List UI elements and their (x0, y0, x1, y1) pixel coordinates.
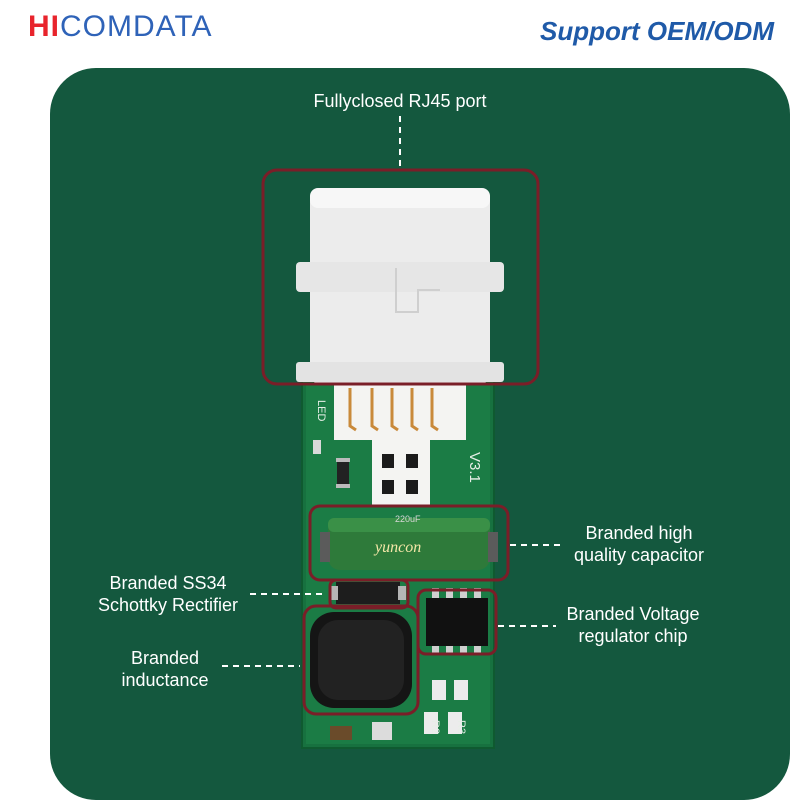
capacitor-spec-mark: 220uF (395, 514, 421, 524)
inductance-callout-line1: Branded (130, 648, 200, 668)
r2-mark: R2 (429, 720, 441, 734)
brand-logo-blue: COMDATA (60, 10, 213, 43)
led-component (313, 440, 321, 454)
capacitor-component: yuncon 220uF (320, 514, 498, 570)
regulator-chip (426, 588, 488, 654)
capacitor-callout: Branded high quality capacitor (564, 522, 714, 566)
rectifier-callout-line2: Schottky Rectifier (97, 595, 239, 615)
capacitor-highlight (308, 504, 510, 582)
capacitor-callout-line1: Branded high (585, 523, 693, 543)
inductance-callout: Branded inductance (110, 647, 220, 691)
capacitor-callout-line2: quality capacitor (573, 545, 705, 565)
rj45-callout: Fullyclosed RJ45 port (313, 91, 487, 111)
rectifier-component (330, 582, 406, 604)
led-mark: LED (315, 400, 327, 421)
r3-mark: R3 (455, 720, 467, 734)
inductor-highlight (302, 604, 420, 716)
tagline: Support OEM/ODM (540, 16, 774, 46)
rectifier-callout-line1: Branded SS34 (109, 573, 227, 593)
rectifier-highlight (328, 578, 410, 610)
inductor-component (310, 612, 412, 708)
brand-logo: HICOMDATA (28, 10, 213, 44)
regulator-callout-line2: regulator chip (578, 626, 688, 646)
capacitor-brand-mark: yuncon (373, 539, 421, 556)
rj45-highlight (261, 168, 540, 386)
brand-logo-red: HI (28, 10, 60, 43)
inductance-callout-line2: inductance (121, 670, 209, 690)
regulator-callout: Branded Voltage regulator chip (558, 603, 708, 647)
pin-header (334, 384, 466, 440)
rectifier-callout: Branded SS34 Schottky Rectifier (86, 572, 250, 616)
rj45-plug (296, 188, 504, 384)
version-mark: V3.1 (466, 452, 483, 483)
regulator-callout-line1: Branded Voltage (566, 604, 700, 624)
